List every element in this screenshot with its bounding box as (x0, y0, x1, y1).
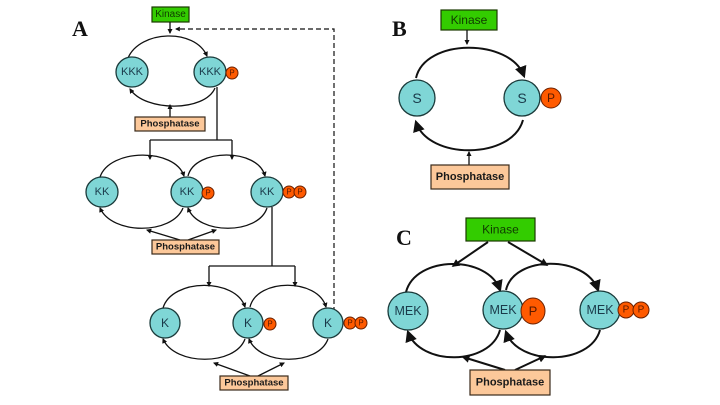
panel-b: B Kinase S S P Phosphatase (392, 9, 562, 190)
node-k-pp: K P P (312, 307, 368, 339)
kinase-label-c: Kinase (482, 223, 519, 237)
k-phos-arc-1 (162, 284, 247, 309)
kinase-label-a: Kinase (155, 9, 186, 20)
k-dephos-arc-2 (248, 338, 329, 360)
phosphatase-box-a1: Phosphatase (134, 116, 206, 132)
node-mek-pp-label: MEK (586, 303, 614, 317)
k-phos-arc-2 (249, 284, 328, 309)
phosphatase-a3-arrow-2 (257, 362, 285, 377)
phosphate-icon (225, 66, 239, 80)
s-phosphorylation-arc (415, 46, 527, 79)
node-mek-pp: MEK P P (579, 290, 650, 330)
phosphatase-label-a3: Phosphatase (224, 378, 283, 389)
phosphate-label: P (229, 69, 234, 78)
node-s-p: S P (503, 79, 562, 117)
kkk-dephosphorylation-arc (129, 87, 216, 107)
phosphate-label: P (358, 319, 363, 328)
phosphatase-a2-arrow-1 (146, 228, 181, 241)
panel-label-c: C (396, 225, 412, 250)
phosphate-label: P (205, 189, 210, 198)
phosphatase-a2-arrow-2 (187, 228, 217, 241)
phosphatase-label-a2: Phosphatase (156, 242, 215, 253)
phosphatase-c-arrow-2 (514, 355, 547, 371)
kk-dephos-arc-1 (99, 207, 184, 229)
mek-dephos-arc-1 (405, 329, 501, 359)
phosphate-label: P (623, 305, 630, 316)
phosphate-icon (354, 316, 368, 330)
phosphate-icon (520, 297, 546, 325)
node-mek-label: MEK (394, 304, 422, 318)
mek-phos-arc-1 (405, 263, 503, 293)
node-k-p-label: K (244, 316, 252, 330)
node-kk-pp-label: KK (260, 186, 275, 198)
node-k-p: K P (232, 307, 277, 339)
node-kkk-p: KKK P (193, 56, 239, 88)
branch-kk-to-k (209, 207, 295, 267)
kinase-label-b: Kinase (451, 13, 488, 27)
phosphate-label: P (529, 304, 538, 319)
node-mek-p-label: MEK (489, 303, 517, 317)
kk-phos-arc-2 (187, 154, 267, 178)
node-kk-label: KK (95, 186, 110, 198)
kkk-phosphorylation-arc (127, 35, 208, 59)
phosphate-label: P (347, 319, 352, 328)
phosphatase-label-c: Phosphatase (476, 377, 544, 389)
phosphate-label: P (547, 91, 555, 105)
panel-label-b: B (392, 16, 407, 41)
phosphate-label: P (267, 320, 272, 329)
node-kk-p-label: KK (180, 186, 195, 198)
phosphatase-box-a2: Phosphatase (151, 239, 220, 255)
node-k: K (149, 307, 181, 339)
node-kk: KK (85, 176, 119, 208)
phosphate-icon (540, 87, 562, 109)
node-s-label: S (412, 90, 421, 106)
branch-kkk-to-kk (150, 87, 232, 141)
phosphatase-box-b: Phosphatase (430, 164, 510, 190)
phosphatase-label-b: Phosphatase (436, 171, 504, 183)
node-k-label: K (161, 316, 169, 330)
kinase-box-b: Kinase (440, 9, 498, 31)
node-kkk-p-label: KKK (199, 66, 222, 78)
kinase-box-a: Kinase (151, 6, 190, 23)
phosphatase-c-arrow-1 (461, 355, 506, 371)
phosphatase-box-c: Phosphatase (469, 369, 551, 396)
feedback-dashed-arrow (175, 26, 335, 312)
node-kk-pp: KK P P (250, 176, 307, 208)
phosphatase-label-a1: Phosphatase (140, 119, 199, 130)
panel-c: C Kinase MEK MEK P MEK P P (387, 217, 650, 396)
phosphate-label: P (286, 188, 291, 197)
kinase-box-c: Kinase (465, 217, 536, 242)
node-kk-p: KK P (170, 176, 215, 208)
s-dephosphorylation-arc (413, 119, 524, 152)
panel-a: A Kinase KKK KKK P Phosphatase (72, 6, 368, 391)
node-kkk-label: KKK (121, 66, 144, 78)
phosphate-icon (293, 185, 307, 199)
mek-dephos-arc-2 (503, 329, 601, 359)
phosphate-icon (263, 317, 277, 331)
kk-dephos-arc-2 (187, 207, 268, 229)
phosphatase-a3-arrow-1 (213, 361, 251, 377)
node-k-pp-label: K (324, 316, 332, 330)
phosphatase-box-a3: Phosphatase (219, 375, 289, 391)
kinase-c-arrow-2 (507, 241, 549, 266)
mek-phos-arc-2 (505, 262, 601, 293)
node-kkk: KKK (115, 56, 149, 88)
kinase-c-arrow-1 (451, 241, 489, 267)
panel-label-a: A (72, 16, 88, 41)
phosphate-icon (632, 301, 650, 319)
node-mek: MEK (387, 291, 429, 331)
phosphate-icon (201, 186, 215, 200)
k-dephos-arc-1 (162, 338, 246, 360)
node-s-p-label: S (517, 90, 526, 106)
kk-phos-arc-1 (99, 154, 186, 178)
phosphate-label: P (638, 305, 645, 316)
phosphate-label: P (297, 188, 302, 197)
node-s: S (398, 79, 436, 117)
node-mek-p: MEK P (482, 290, 546, 330)
